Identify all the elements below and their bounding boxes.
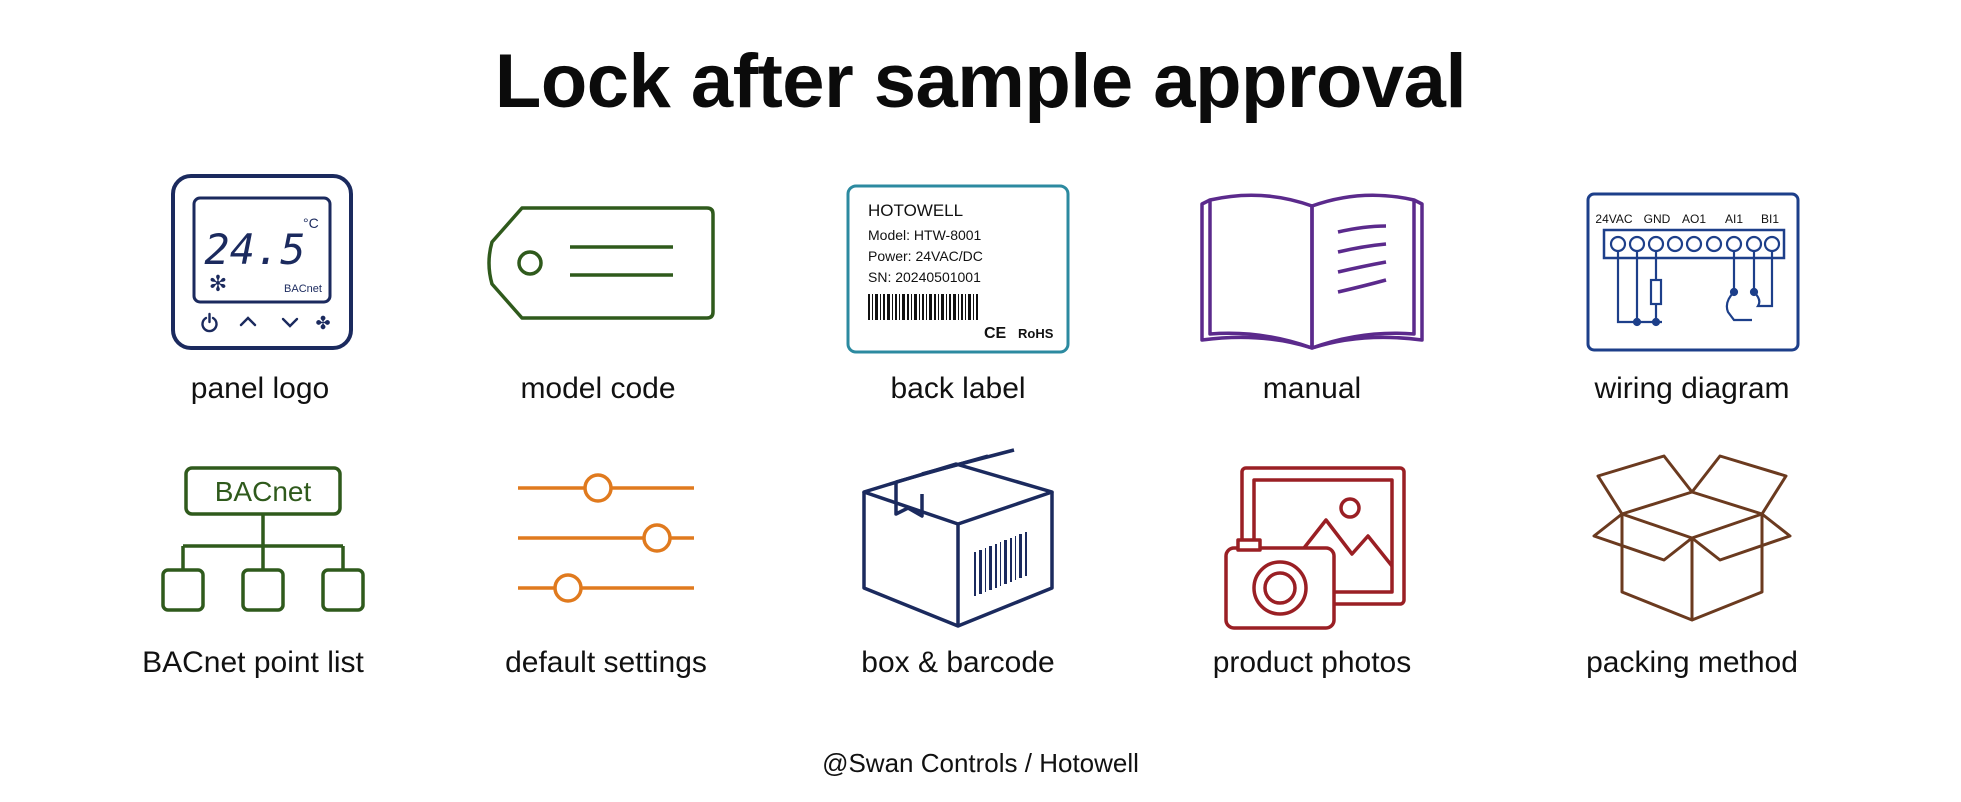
item-manual <box>1142 172 1482 358</box>
svg-text:HOTOWELL: HOTOWELL <box>868 201 963 220</box>
item-wiring-diagram: 24VAC GND AO1 AI1 BI1 <box>1522 172 1862 358</box>
item-label: packing method <box>1586 646 1798 679</box>
power-icon <box>201 312 218 333</box>
box-barcode-icon <box>862 448 1054 628</box>
product-label-icon: HOTOWELL Model: HTW-8001 Power: 24VAC/DC… <box>846 184 1070 354</box>
svg-text:AI1: AI1 <box>1725 212 1743 226</box>
chevron-down-icon <box>281 317 299 328</box>
item-packing-method <box>1522 454 1862 636</box>
item-model-code <box>430 172 770 358</box>
item-label: back label <box>890 372 1026 405</box>
svg-text:GND: GND <box>1644 212 1671 226</box>
wiring-terminal-icon: 24VAC GND AO1 AI1 BI1 <box>1586 192 1800 352</box>
svg-text:BACnet: BACnet <box>215 476 312 507</box>
item-label: panel logo <box>190 372 330 405</box>
item-panel-logo: 24.5 °C ✻ BACnet ✤ <box>93 172 433 358</box>
camera-photo-icon <box>1224 466 1406 630</box>
page-title: Lock after sample approval <box>494 39 1467 124</box>
network-tree-icon: BACnet <box>161 466 365 612</box>
rohs-mark: RoHS <box>1018 326 1054 341</box>
open-book-icon <box>1200 193 1424 350</box>
item-label: wiring diagram <box>1594 372 1790 405</box>
item-label: default settings <box>505 646 707 679</box>
item-box-barcode <box>788 448 1128 636</box>
item-label: product photos <box>1212 646 1412 679</box>
svg-text:SN: 20240501001: SN: 20240501001 <box>868 269 981 285</box>
item-default-settings <box>436 456 776 636</box>
item-label: box & barcode <box>861 646 1055 679</box>
barcode-icon <box>868 294 978 320</box>
item-label: BACnet point list <box>142 646 364 679</box>
item-label: model code <box>520 372 676 405</box>
tag-icon <box>487 206 715 320</box>
display-temperature: 24.5 <box>204 225 305 274</box>
item-back-label: HOTOWELL Model: HTW-8001 Power: 24VAC/DC… <box>788 172 1128 358</box>
display-brand: BACnet <box>284 283 322 295</box>
svg-text:Model: HTW-8001: Model: HTW-8001 <box>868 227 982 243</box>
svg-text:24VAC: 24VAC <box>1595 212 1632 226</box>
display-unit: °C <box>303 215 319 231</box>
item-bacnet-point-list: BACnet <box>93 456 433 636</box>
item-label: manual <box>1262 372 1362 405</box>
ce-mark: CE <box>984 325 1007 342</box>
svg-text:Power: 24VAC/DC: Power: 24VAC/DC <box>868 248 983 264</box>
snowflake-icon: ✻ <box>209 271 227 296</box>
fan-icon: ✤ <box>315 313 330 333</box>
barcode-icon <box>974 532 1027 596</box>
thermostat-panel-icon: 24.5 °C ✻ BACnet ✤ <box>171 174 353 350</box>
svg-text:BI1: BI1 <box>1761 212 1779 226</box>
chevron-up-icon <box>239 316 257 327</box>
svg-text:AO1: AO1 <box>1682 212 1706 226</box>
footer-credit: @Swan Controls / Hotowell <box>822 748 1139 778</box>
open-box-icon <box>1592 454 1792 622</box>
item-product-photos <box>1142 456 1482 636</box>
sliders-icon <box>518 473 694 603</box>
